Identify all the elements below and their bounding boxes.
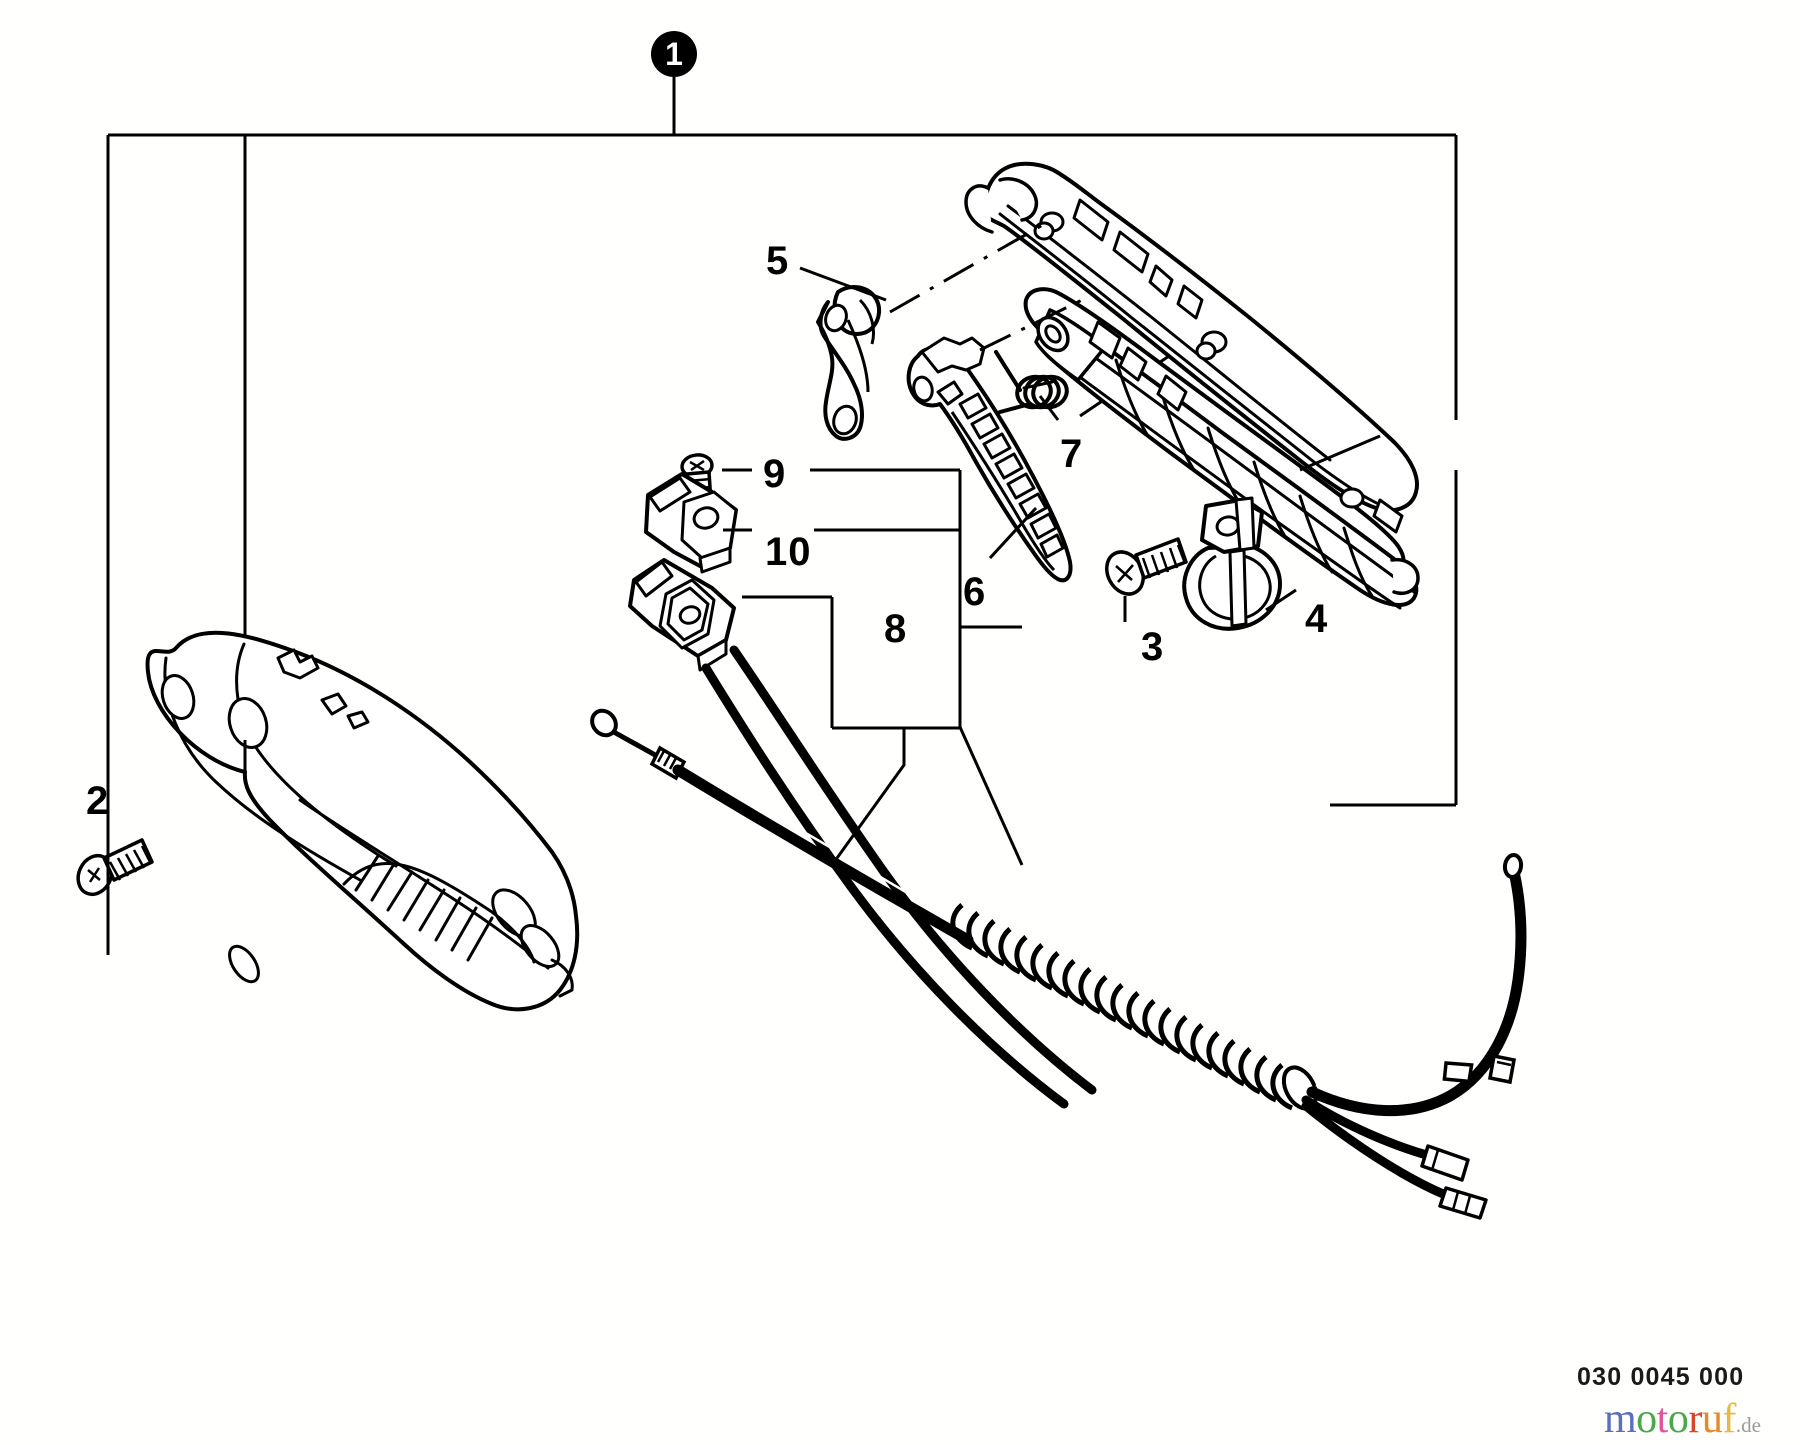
screw-3-drawing — [1105, 537, 1188, 596]
callout-number-10: 10 — [765, 530, 812, 574]
logo-letter-o2: o — [1667, 1396, 1689, 1442]
assembled-handle-drawing — [145, 630, 580, 1012]
logo-suffix-de: .de — [1735, 1413, 1761, 1437]
screw-2-drawing — [76, 838, 154, 897]
callout-number-5: 5 — [766, 239, 790, 283]
callout-number-7: 7 — [1060, 432, 1084, 476]
logo-letter-f: f — [1722, 1396, 1736, 1442]
logo-letter-r: r — [1688, 1396, 1702, 1442]
switch-bracket-10-drawing — [644, 472, 738, 574]
callout-number-6: 6 — [963, 570, 987, 614]
assembly-bracket-1 — [106, 133, 1458, 955]
sub-assembly-bracket-8-9-10 — [810, 468, 1024, 866]
logo-letter-u: u — [1701, 1396, 1723, 1442]
throttle-cable-drawing — [590, 708, 1527, 1220]
stop-switch-8-drawing — [628, 558, 736, 672]
alignment-dash-lines — [889, 220, 1083, 352]
leader-item-8 — [742, 595, 834, 728]
callout-number-1: 1 — [651, 31, 697, 77]
switch-lead-wires — [701, 645, 1097, 1109]
throttle-trigger-6-drawing — [906, 336, 1073, 583]
callout-number-4: 4 — [1305, 597, 1329, 641]
leader-item-5 — [799, 266, 887, 302]
leader-item-4 — [1265, 434, 1381, 612]
leader-item-6 — [988, 506, 1038, 560]
logo-letter-t: t — [1656, 1396, 1669, 1442]
callout-number-3: 3 — [1141, 625, 1165, 669]
callout-number-8: 8 — [884, 607, 908, 651]
lockout-lever-5-drawing — [816, 285, 881, 441]
motoruf-logo: motoruf.de — [1604, 1398, 1761, 1445]
logo-letter-m: m — [1604, 1396, 1637, 1442]
part-number-code: 030 0045 000 — [1577, 1363, 1745, 1391]
callout-number-9: 9 — [763, 452, 787, 496]
logo-letter-o1: o — [1636, 1396, 1657, 1442]
cable-clamp-4-drawing — [1182, 496, 1282, 631]
callout-number-2: 2 — [86, 779, 110, 823]
throttle-housing-drawing — [964, 161, 1420, 610]
